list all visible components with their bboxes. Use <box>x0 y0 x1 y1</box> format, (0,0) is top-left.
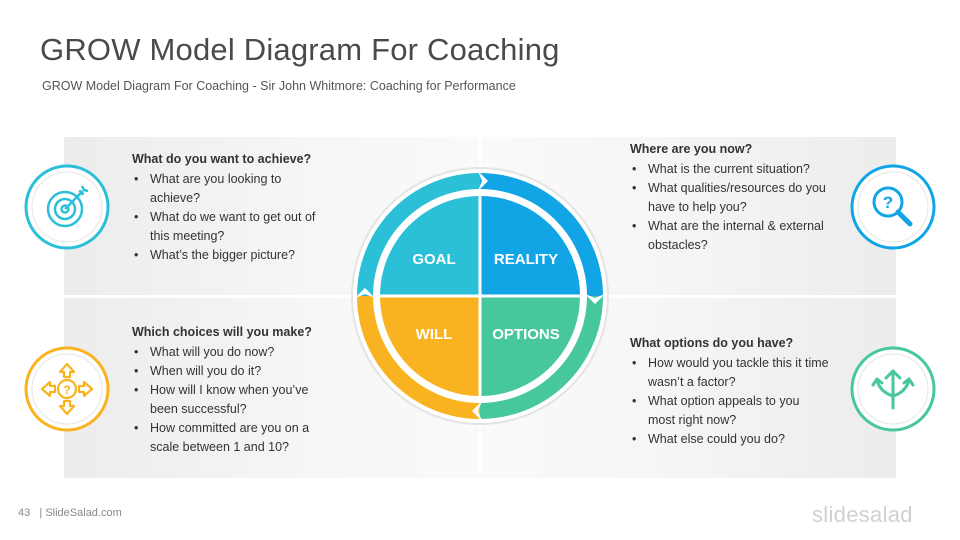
list-item: When will you do it? <box>132 362 332 381</box>
list-item: What do we want to get out of this meeti… <box>132 208 332 246</box>
will-text-block: Which choices will you make? What will y… <box>132 323 332 457</box>
slide-title: GROW Model Diagram For Coaching <box>40 32 560 67</box>
options-arc <box>479 295 603 419</box>
options-quadrant <box>480 296 580 396</box>
goal-quadrant <box>380 196 480 296</box>
reality-text-block: Where are you now? What is the current s… <box>630 140 830 255</box>
goal-heading: What do you want to achieve? <box>132 152 312 166</box>
footer: 43 | SlideSalad.com <box>18 507 122 519</box>
list-item: What are you looking to achieve? <box>132 170 332 208</box>
footer-text: | SlideSalad.com <box>39 507 122 519</box>
list-item: How will I know when you’ve been success… <box>132 381 332 419</box>
move-arrows-icon: ? <box>24 346 110 432</box>
goal-label: GOAL <box>412 251 455 268</box>
will-icon-badge: ? <box>24 346 110 432</box>
grow-cycle-diagram: GOAL REALITY WILL OPTIONS <box>351 167 609 425</box>
goal-text-block: What do you want to achieve? What are yo… <box>132 150 332 265</box>
list-item: What option appeals to you most right no… <box>630 392 830 430</box>
options-heading: What options do you have? <box>630 336 794 350</box>
list-item: What qualities/resources do you have to … <box>630 179 830 217</box>
list-item: What else could you do? <box>630 430 830 449</box>
list-item: What’s the bigger picture? <box>132 246 332 265</box>
svg-text:?: ? <box>883 193 893 212</box>
options-label: OPTIONS <box>492 326 560 343</box>
options-icon-badge <box>850 346 936 432</box>
goal-icon-badge <box>24 164 110 250</box>
options-text-block: What options do you have? How would you … <box>630 334 830 449</box>
target-icon <box>24 164 110 250</box>
page-number: 43 <box>18 507 31 519</box>
reality-arc <box>479 173 603 297</box>
list-item: What will you do now? <box>132 343 332 362</box>
will-quadrant <box>380 296 480 396</box>
list-item: How would you tackle this it time wasn’t… <box>630 354 830 392</box>
will-heading: Which choices will you make? <box>132 325 312 339</box>
brand-logo: slidesalad <box>812 502 913 527</box>
will-label: WILL <box>416 326 453 343</box>
magnifier-question-icon: ? <box>850 164 936 250</box>
reality-label: REALITY <box>494 251 558 268</box>
list-item: What is the current situation? <box>630 160 830 179</box>
reality-icon-badge: ? <box>850 164 936 250</box>
goal-arc <box>357 173 481 297</box>
svg-text:?: ? <box>63 383 70 397</box>
list-item: How committed are you on a scale between… <box>132 419 332 457</box>
will-arc <box>357 295 481 419</box>
list-item: What are the internal & external obstacl… <box>630 217 830 255</box>
slide-subtitle: GROW Model Diagram For Coaching - Sir Jo… <box>42 79 516 93</box>
split-arrows-icon <box>850 346 936 432</box>
reality-heading: Where are you now? <box>630 142 753 156</box>
reality-quadrant <box>480 196 580 296</box>
